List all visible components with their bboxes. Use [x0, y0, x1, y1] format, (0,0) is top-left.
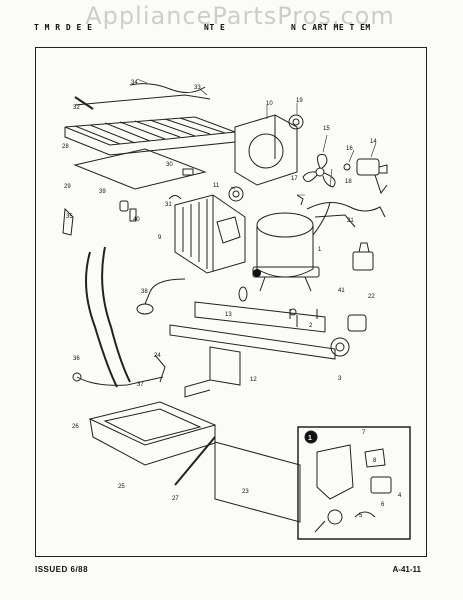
nut-part	[343, 163, 351, 171]
drain-tube	[85, 251, 118, 388]
bracket-part	[296, 194, 304, 206]
inset-detail-box	[297, 426, 411, 540]
diagram-frame	[35, 47, 427, 557]
heat-exchanger	[174, 194, 246, 274]
callout-label: 38	[141, 289, 148, 295]
callout-label: 22	[368, 294, 375, 300]
callout-label: 41	[338, 288, 345, 294]
callout-label: 33	[194, 85, 201, 91]
page-code: A-41-11	[392, 565, 421, 574]
fan-blade	[302, 154, 336, 188]
header-model: NT E	[204, 23, 226, 32]
callout-label: 24	[154, 353, 161, 359]
callout-label: 17	[291, 176, 298, 182]
drip-plate	[73, 148, 207, 190]
callout-label: 27	[172, 496, 179, 502]
callout-label: 1	[318, 247, 322, 253]
callout-label: 15	[323, 126, 330, 132]
tube-part	[168, 195, 182, 200]
callout-label: 18	[345, 179, 352, 185]
callout-label: 21	[347, 218, 354, 224]
fan-motor	[356, 158, 388, 195]
callout-label: 14	[370, 139, 377, 145]
callout-label: 34	[131, 80, 138, 86]
mounting-base	[169, 301, 336, 398]
callout-label: 31	[165, 202, 172, 208]
issued-date: ISSUED 6/88	[35, 565, 89, 574]
drier-part	[74, 96, 94, 110]
callout-label: 11	[213, 183, 220, 189]
fitting-part	[330, 337, 350, 357]
callout-label: 16	[346, 146, 353, 152]
overload-part	[347, 314, 367, 332]
callout-label: 2	[309, 323, 313, 329]
callout-label: 37	[137, 382, 144, 388]
callout-label: 35	[66, 214, 73, 220]
header-section: N C ART ME T EM	[291, 23, 371, 32]
callout-label: 25	[118, 484, 125, 490]
callout-label: 28	[62, 144, 69, 150]
grommet-part	[288, 114, 304, 130]
callout-label: 36	[73, 356, 80, 362]
callout-label: 6	[381, 502, 385, 508]
capacitor-part	[238, 286, 248, 302]
callout-label: 32	[73, 105, 80, 111]
tube-part	[129, 83, 206, 93]
callout-label: 19	[296, 98, 303, 104]
cover-panel	[214, 441, 301, 523]
fitting-part	[119, 200, 129, 212]
relay-part	[352, 251, 374, 271]
callout-label: 12	[250, 377, 257, 383]
callout-label: 8	[373, 458, 377, 464]
wire-part	[154, 354, 166, 383]
clip-part	[182, 168, 194, 176]
wire-harness	[306, 202, 386, 218]
header-title-left: T M R D E E	[34, 23, 93, 32]
callout-label: 10	[266, 101, 273, 107]
fitting-part	[129, 208, 137, 222]
callout-label: 9	[158, 235, 162, 241]
callout-label: 26	[72, 424, 79, 430]
callout-label: 29	[64, 184, 71, 190]
rod-part	[174, 436, 216, 486]
inset-marker-label: 1	[308, 435, 312, 442]
grommet-part	[228, 186, 244, 202]
exploded-parts-drawing	[62, 78, 411, 540]
callout-label: 23	[242, 489, 249, 495]
watermark: AppliancePartsPros.com	[85, 2, 395, 30]
callout-label: 7	[362, 430, 366, 436]
callout-label: 40	[133, 217, 140, 223]
callout-label: 4	[398, 493, 402, 499]
callout-label: 30	[166, 162, 173, 168]
callout-label: 39	[99, 189, 106, 195]
tube-part	[74, 94, 211, 106]
callout-label: 5	[359, 513, 363, 519]
sensor-part	[62, 207, 74, 236]
callout-label: 3	[338, 376, 342, 382]
callout-label: 13	[225, 312, 232, 318]
fan-shroud	[234, 114, 298, 186]
inset-reference-marker	[253, 269, 261, 277]
drain-tube	[101, 246, 131, 383]
